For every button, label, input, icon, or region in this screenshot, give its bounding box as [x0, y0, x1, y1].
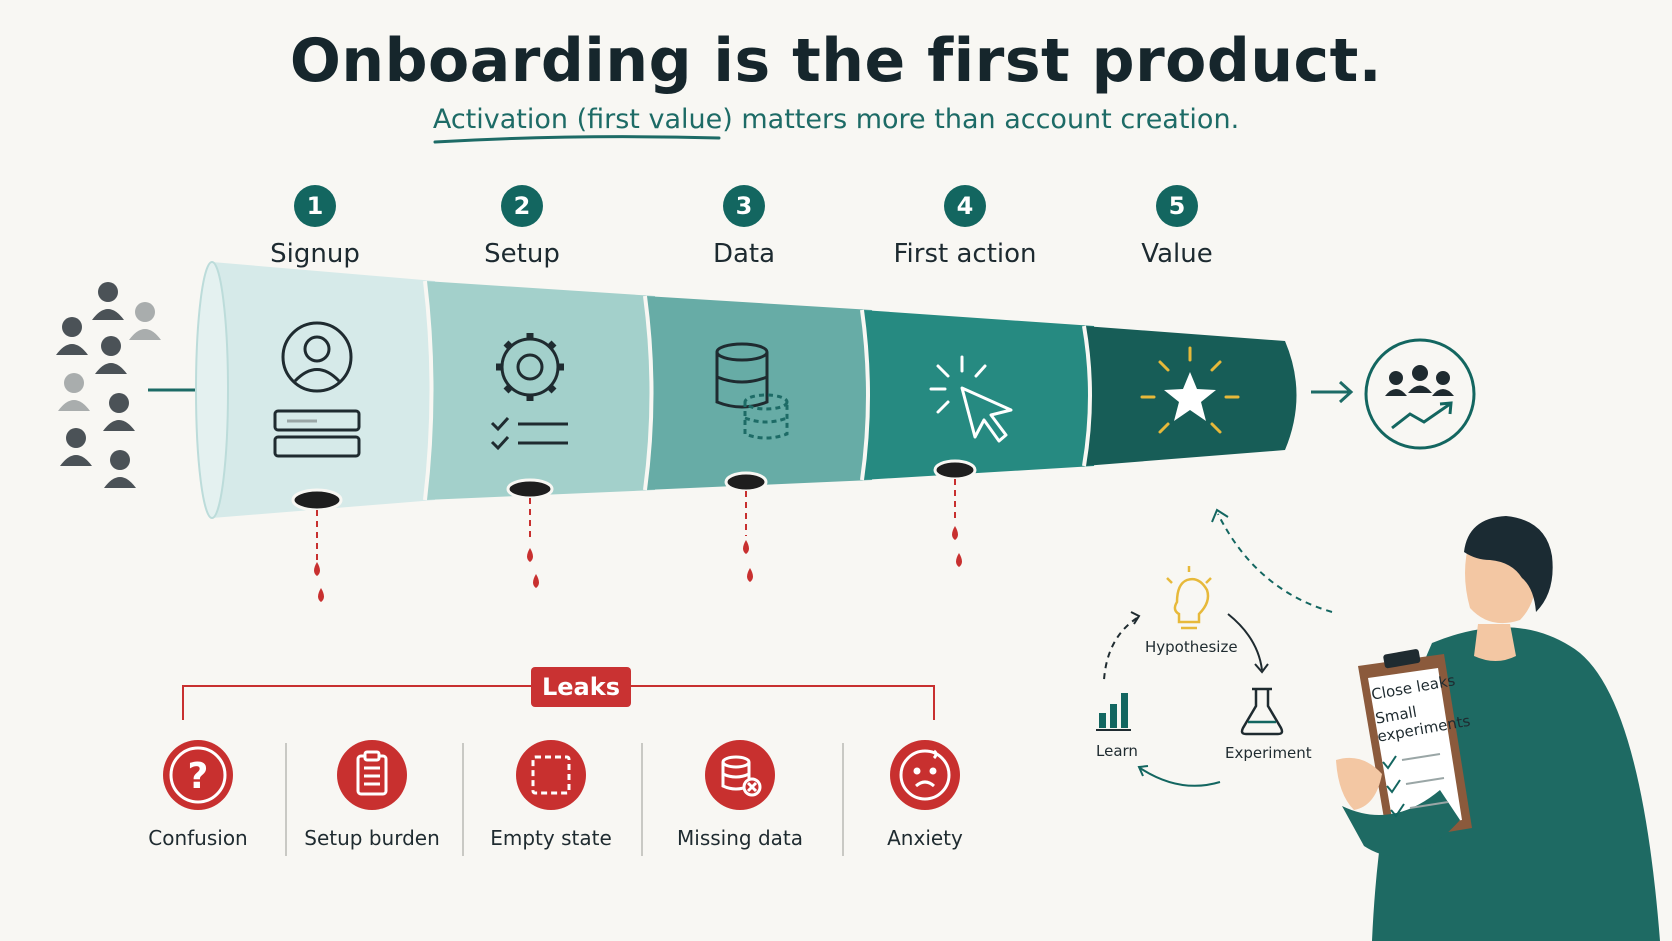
- empty-box-icon: [516, 740, 586, 810]
- exit-arrow-icon: [1311, 380, 1354, 404]
- leak-label: Anxiety: [887, 826, 963, 850]
- cursor-click-icon: [929, 355, 1013, 443]
- leak-drip-signup: [291, 488, 343, 602]
- step-label: Setup: [484, 239, 560, 269]
- question-icon: ?: [163, 740, 233, 810]
- cycle-label-experiment: Experiment: [1225, 744, 1312, 762]
- leak-missing-data: Missing data: [655, 740, 825, 850]
- gear-checklist-icon: [490, 333, 568, 451]
- leak-drip-first-action: [933, 459, 977, 567]
- star-icon: [1140, 346, 1240, 434]
- subtitle-highlight-text: Activation (first value): [432, 104, 733, 135]
- users-crowd-icon: [56, 282, 161, 488]
- step-label: Signup: [270, 239, 360, 269]
- team-growth-icon: [1364, 338, 1476, 450]
- clipboard-icon: [337, 740, 407, 810]
- svg-text:?: ?: [188, 756, 209, 797]
- leak-label: Setup burden: [304, 826, 440, 850]
- leak-empty-state: Empty state: [466, 740, 636, 850]
- cycle-label-hypothesize: Hypothesize: [1145, 638, 1238, 656]
- step-signup: 1 Signup: [215, 185, 415, 269]
- leak-label: Empty state: [490, 826, 612, 850]
- step-label: First action: [893, 239, 1037, 269]
- step-number-badge: 5: [1156, 185, 1198, 227]
- bar-chart-icon: [1096, 693, 1131, 731]
- step-label: Value: [1141, 239, 1213, 269]
- cycle-label-learn: Learn: [1096, 742, 1138, 760]
- step-number-badge: 4: [944, 185, 986, 227]
- leak-anxiety: Anxiety: [840, 740, 1010, 850]
- page-subtitle: Activation (first value) matters more th…: [0, 104, 1672, 144]
- leak-confusion: ? Confusion: [113, 740, 283, 850]
- page-title: Onboarding is the first product.: [289, 26, 1383, 96]
- subtitle-rest: matters more than account creation.: [732, 104, 1240, 135]
- leaks-bracket: [182, 685, 935, 720]
- highlight-underline: [433, 135, 721, 144]
- leak-drip-setup: [506, 478, 554, 588]
- step-label: Data: [712, 239, 776, 269]
- leaks-tag: Leaks: [531, 667, 631, 707]
- database-x-icon: [705, 740, 775, 810]
- leak-label: Missing data: [677, 826, 803, 850]
- leak-drip-data: [724, 471, 768, 582]
- experiment-cycle: [1096, 508, 1333, 787]
- user-form-icon: [273, 321, 361, 458]
- step-value: 5 Value: [1077, 185, 1277, 269]
- database-icon: [715, 342, 789, 440]
- step-number-badge: 2: [501, 185, 543, 227]
- subtitle-highlight: Activation (first value): [432, 104, 733, 144]
- step-setup: 2 Setup: [422, 185, 622, 269]
- leak-setup-burden: Setup burden: [287, 740, 457, 850]
- step-data: 3 Data: [644, 185, 844, 269]
- step-first-action: 4 First action: [865, 185, 1065, 269]
- step-number-badge: 1: [294, 185, 336, 227]
- leak-separators: [285, 743, 844, 856]
- person-illustration: [1336, 516, 1660, 941]
- flask-icon: [1240, 687, 1284, 736]
- funnel-segment-data: [645, 296, 878, 490]
- leak-label: Confusion: [148, 826, 248, 850]
- sad-face-icon: [890, 740, 960, 810]
- step-number-badge: 3: [723, 185, 765, 227]
- lightbulb-icon: [1166, 566, 1212, 630]
